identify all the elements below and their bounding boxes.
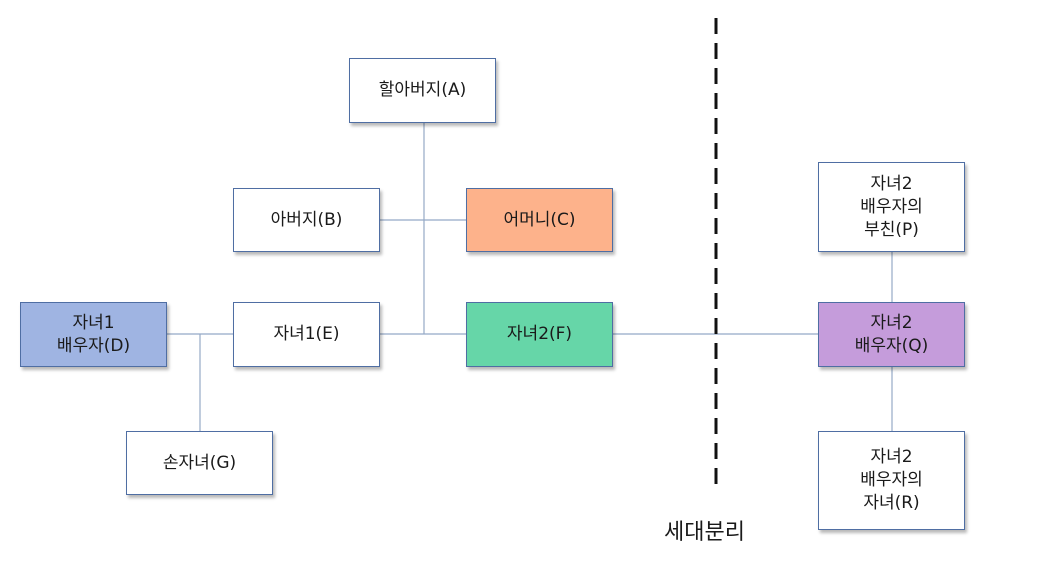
node-child2-spouse-father-p: 자녀2 배우자의 부친(P) bbox=[818, 162, 965, 252]
node-child2-spouse-q: 자녀2 배우자(Q) bbox=[818, 302, 965, 367]
node-grandchild-g: 손자녀(G) bbox=[126, 431, 273, 495]
node-child2-spouse-child-r: 자녀2 배우자의 자녀(R) bbox=[818, 431, 965, 530]
node-child2-f: 자녀2(F) bbox=[466, 302, 613, 367]
node-father-b: 아버지(B) bbox=[233, 188, 380, 252]
node-child1-spouse-d: 자녀1 배우자(D) bbox=[20, 302, 167, 367]
node-mother-c: 어머니(C) bbox=[466, 188, 613, 252]
node-child1-e: 자녀1(E) bbox=[233, 302, 380, 367]
generation-separator-label: 세대분리 bbox=[664, 520, 745, 545]
node-grandfather-a: 할아버지(A) bbox=[349, 58, 496, 123]
